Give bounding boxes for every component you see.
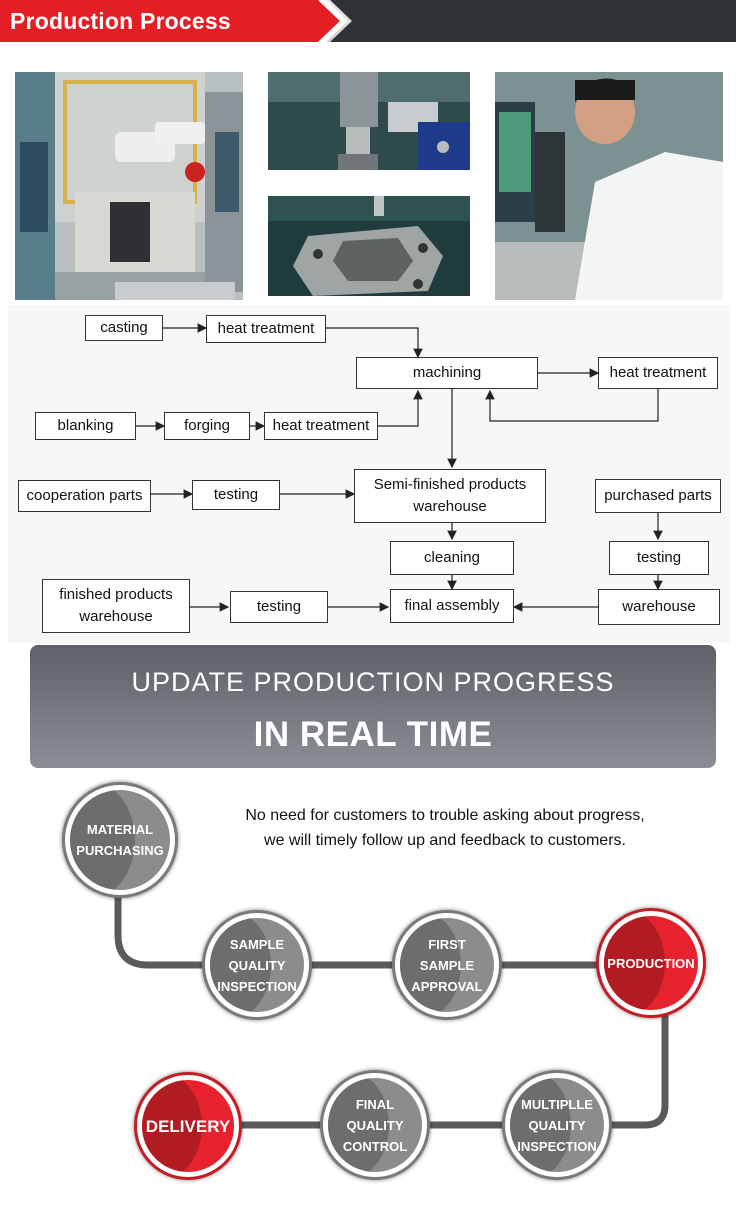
robot-welding-cell-photo [15,72,243,300]
step-delivery: DELIVERY [134,1072,242,1180]
step-multiple-quality-inspection: MULTIPLLE QUALITY INSPECTION [502,1070,612,1180]
progress-banner: UPDATE PRODUCTION PROGRESS IN REAL TIME [30,645,716,768]
note-line-1: No need for customers to trouble asking … [245,807,645,824]
finished-line-1: finished products [59,586,173,603]
flow-heat-treatment-3: heat treatment [264,412,378,440]
section-header: Production Process [0,0,736,42]
flow-heat-treatment-1: heat treatment [206,315,326,343]
step-label: FIRST SAMPLE APPROVAL [411,936,483,994]
step-label: DELIVERY [145,1116,231,1136]
progress-note: No need for customers to trouble asking … [200,803,690,853]
flow-warehouse: warehouse [598,589,720,625]
semi-line-2: warehouse [413,498,487,515]
step-final-quality-control: FINAL QUALITY CONTROL [320,1070,430,1180]
cnc-spindle-photo [268,72,470,170]
flow-arrows [136,323,663,612]
section-title: Production Process [10,8,231,34]
step-material-purchasing: MATERIAL PURCHASING [62,782,178,898]
flow-semi-finished-warehouse: Semi-finished products warehouse [354,469,546,523]
banner-line-2: IN REAL TIME [253,715,493,754]
banner-line-1: UPDATE PRODUCTION PROGRESS [131,667,615,697]
flow-blanking: blanking [35,412,136,440]
flow-final-assembly: final assembly [390,589,514,623]
step-label: SAMPLE QUALITY INSPECTION [217,936,297,994]
flow-machining: machining [356,357,538,389]
step-first-sample-approval: FIRST SAMPLE APPROVAL [392,910,502,1020]
step-sample-quality-inspection: SAMPLE QUALITY INSPECTION [202,910,312,1020]
engineer-at-computer-photo [495,72,723,300]
flow-casting: casting [85,315,163,341]
flow-forging: forging [164,412,250,440]
flow-purchased-parts: purchased parts [595,479,721,513]
finished-line-2: warehouse [79,608,153,625]
process-flowchart: casting heat treatment machining heat tr… [8,305,730,643]
flow-testing-1: testing [192,480,280,510]
step-production: PRODUCTION [596,908,706,1018]
note-line-2: we will timely follow up and feedback to… [264,832,626,849]
flow-cleaning: cleaning [390,541,514,575]
machined-part-photo [268,196,470,296]
flow-testing-2: testing [609,541,709,575]
semi-line-1: Semi-finished products [373,476,527,493]
flow-finished-products-warehouse: finished products warehouse [42,579,190,633]
step-label: FINAL QUALITY CONTROL [342,1096,408,1154]
step-label: MATERIAL PURCHASING [76,822,164,858]
step-label: PRODUCTION [607,955,695,971]
header-shape [0,0,736,42]
flow-testing-3: testing [230,591,328,623]
flow-heat-treatment-2: heat treatment [598,357,718,389]
step-label: MULTIPLLE QUALITY INSPECTION [517,1096,597,1154]
flow-cooperation-parts: cooperation parts [18,480,151,512]
